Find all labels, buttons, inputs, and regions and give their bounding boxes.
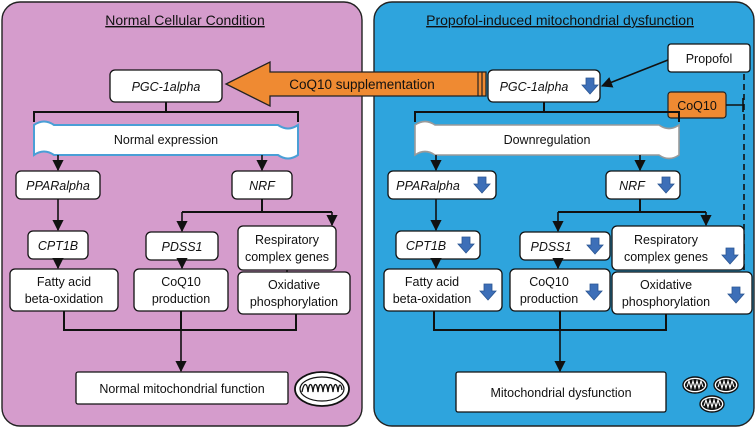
left-banner (33, 120, 299, 160)
propofol-label: Propofol (686, 52, 733, 66)
left-nrf-label: NRF (249, 179, 276, 193)
left-outcome-label: Normal mitochondrial function (99, 382, 264, 396)
right-outcome-label: Mitochondrial dysfunction (490, 386, 631, 400)
left-oxphos-node (237, 271, 351, 315)
right-oxphos-node (611, 271, 753, 315)
right-pdss1-node (519, 231, 611, 261)
left-resp-label-1: Respiratory (255, 233, 320, 247)
mitochondrion-icon (294, 371, 350, 407)
left-flowchart: PGC-1alpha Normal expression PPARalpha N… (9, 69, 351, 407)
right-resp-label-2: complex genes (624, 250, 708, 264)
left-banner-label: Normal expression (114, 133, 218, 147)
right-fatty-node (383, 268, 503, 312)
left-pdss1-label: PDSS1 (162, 240, 203, 254)
right-pdss1-label: PDSS1 (531, 240, 572, 254)
left-coq-label-2: production (152, 292, 210, 306)
coq10-supplementation-label: CoQ10 supplementation (289, 77, 435, 92)
propofol-node (667, 43, 751, 73)
left-merge-bracket (63, 311, 297, 331)
left-nrf-bracket (182, 199, 332, 213)
right-ppar-label: PPARalpha (396, 179, 460, 193)
right-nrf-bracket (558, 199, 706, 213)
right-banner-label: Downregulation (504, 133, 591, 147)
right-fatty-label-2: beta-oxidation (393, 292, 472, 306)
right-pgc-label: PGC-1alpha (500, 80, 569, 94)
left-coq-label-1: CoQ10 (161, 275, 201, 289)
right-resp-label-1: Respiratory (634, 233, 699, 247)
right-oxphos-label-2: phosphorylation (622, 295, 710, 309)
left-ppar-label: PPARalpha (26, 179, 90, 193)
right-pgc-bracket (414, 102, 680, 122)
left-cpt1b-label: CPT1B (38, 239, 78, 253)
right-merge-bracket (433, 311, 667, 331)
coq10-supplementation-arrow: CoQ10 supplementation (224, 60, 487, 108)
right-ppar-node (387, 170, 497, 200)
left-panel-title: Normal Cellular Condition (105, 12, 265, 28)
right-panel-title: Propofol-induced mitochondrial dysfuncti… (426, 12, 694, 28)
right-panel (373, 1, 755, 427)
right-flowchart: PGC-1alpha Propofol CoQ10 Downregulation… (383, 43, 753, 413)
left-oxphos-label-2: phosphorylation (250, 295, 338, 309)
right-oxphos-label-1: Oxidative (640, 278, 692, 292)
left-oxphos-label-1: Oxidative (268, 278, 320, 292)
left-fatty-label-2: beta-oxidation (25, 292, 104, 306)
right-banner (414, 120, 680, 160)
coq10-inhibition-bar (726, 98, 744, 112)
right-coq-label-1: CoQ10 (529, 275, 569, 289)
left-resp-label-2: complex genes (245, 250, 329, 264)
right-nrf-node (605, 170, 681, 200)
left-fatty-label-1: Fatty acid (37, 275, 91, 289)
right-nrf-label: NRF (619, 179, 646, 193)
right-coq10-label: CoQ10 (677, 99, 717, 113)
right-coq-label-2: production (520, 292, 578, 306)
left-pgc-bracket (33, 102, 299, 122)
propofol-to-pgc-arrow (600, 59, 669, 88)
left-outcome-node (75, 371, 289, 405)
right-resp-node (611, 225, 745, 271)
right-outcome-node (455, 371, 667, 413)
right-fatty-label-1: Fatty acid (405, 275, 459, 289)
right-cpt1b-label: CPT1B (406, 239, 446, 253)
left-pgc-label: PGC-1alpha (132, 80, 201, 94)
